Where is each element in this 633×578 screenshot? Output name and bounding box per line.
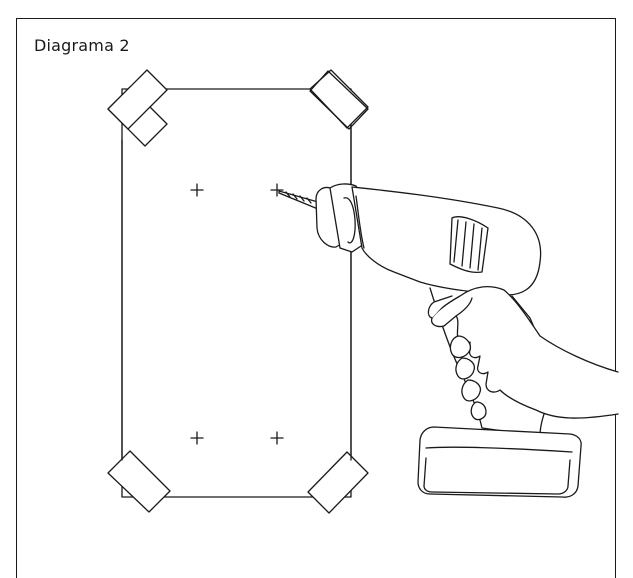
drill-bit: [279, 191, 318, 209]
tape-top-left: [108, 70, 167, 146]
drill-mark-top-right: [271, 184, 283, 196]
tape-bottom-right: [308, 452, 368, 513]
drill-mark-top-left: [191, 184, 203, 196]
tape-bottom-left: [108, 451, 170, 512]
diagram-title: Diagrama 2: [34, 36, 130, 55]
diagram-frame: [16, 18, 616, 578]
drilling-illustration: [0, 0, 633, 566]
drill-mark-bottom-left: [191, 432, 203, 444]
mounting-template: [122, 89, 351, 497]
hand: [428, 287, 618, 420]
drill-mark-bottom-right: [271, 432, 283, 444]
tape-top-right: [310, 70, 368, 129]
